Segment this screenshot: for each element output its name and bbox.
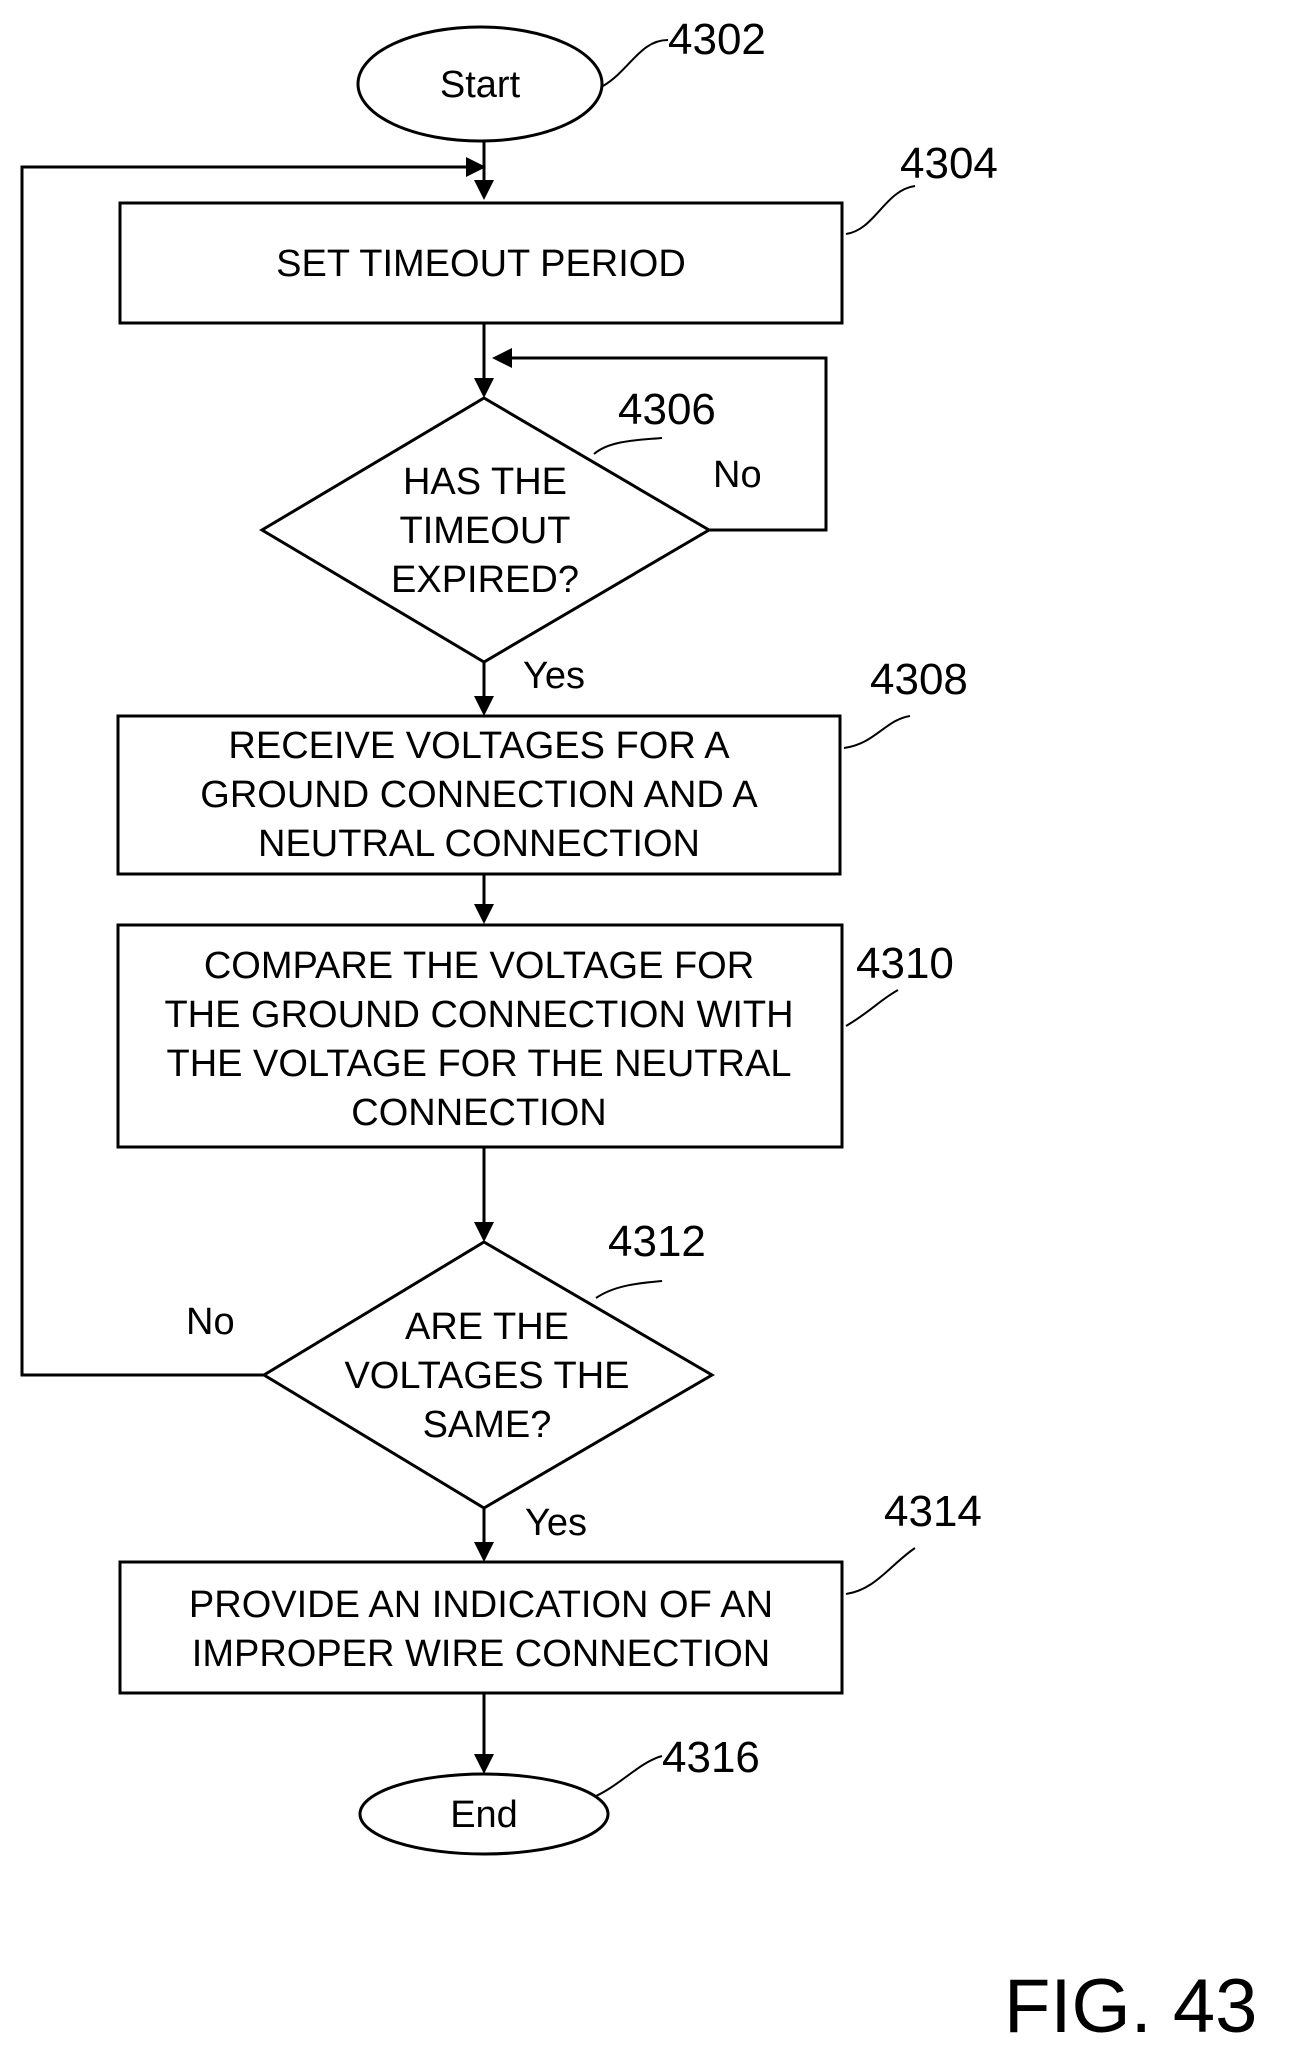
set-timeout-text: SET TIMEOUT PERIOD [276, 243, 686, 285]
arrowhead-into-compare [474, 904, 494, 924]
voltages-decision-line-3: SAME? [423, 1404, 552, 1446]
set-timeout-ref-leader [846, 186, 915, 234]
timeout-no-loop-connector [510, 358, 826, 530]
set-timeout-step: SET TIMEOUT PERIOD [120, 203, 842, 323]
arrowhead-into-receive-voltages [474, 696, 494, 716]
start-terminal: Start [358, 27, 602, 141]
compare-ref-number: 4310 [856, 939, 954, 988]
set-timeout-ref-number: 4304 [900, 139, 998, 188]
voltages-decision-line-2: VOLTAGES THE [344, 1355, 629, 1397]
timeout-yes-label: Yes [523, 655, 585, 697]
arrowhead-into-timeout-decision [474, 378, 494, 398]
voltages-no-label: No [186, 1301, 235, 1343]
receive-voltages-line-3: NEUTRAL CONNECTION [258, 823, 700, 865]
voltages-no-loop-connector [22, 167, 470, 1375]
end-label: End [450, 1794, 518, 1836]
timeout-expired-decision: HAS THE TIMEOUT EXPIRED? [262, 398, 709, 662]
timeout-decision-ref-number: 4306 [618, 385, 716, 434]
compare-line-2: THE GROUND CONNECTION WITH [164, 994, 793, 1036]
timeout-decision-line-1: HAS THE [403, 461, 567, 503]
arrowhead-timeout-no-loop [492, 348, 512, 368]
compare-line-3: THE VOLTAGE FOR THE NEUTRAL [167, 1043, 792, 1085]
indication-line-2: IMPROPER WIRE CONNECTION [192, 1633, 770, 1675]
end-ref-leader [596, 1756, 662, 1796]
voltages-decision-ref-leader [596, 1281, 662, 1298]
start-ref-leader [603, 40, 668, 86]
arrowhead-into-voltages-decision [474, 1222, 494, 1242]
indication-ref-number: 4314 [884, 1487, 982, 1536]
receive-voltages-line-1: RECEIVE VOLTAGES FOR A [228, 725, 730, 767]
timeout-decision-line-2: TIMEOUT [400, 510, 571, 552]
receive-voltages-line-2: GROUND CONNECTION AND A [200, 774, 758, 816]
arrowhead-into-indication [474, 1542, 494, 1562]
timeout-decision-ref-leader [594, 438, 662, 454]
timeout-decision-line-3: EXPIRED? [391, 559, 579, 601]
compare-line-4: CONNECTION [351, 1092, 606, 1134]
compare-ref-leader [846, 990, 898, 1026]
arrowhead-into-end [474, 1754, 494, 1774]
start-ref-number: 4302 [668, 15, 766, 64]
receive-voltages-ref-number: 4308 [870, 655, 968, 704]
arrowhead-into-set-timeout [474, 180, 494, 200]
compare-line-1: COMPARE THE VOLTAGE FOR [204, 945, 754, 987]
figure-label: FIG. 43 [1004, 1964, 1257, 2049]
start-label: Start [440, 64, 521, 106]
voltages-decision-ref-number: 4312 [608, 1217, 706, 1266]
voltages-decision-line-1: ARE THE [405, 1306, 569, 1348]
indication-ref-leader [846, 1548, 915, 1594]
end-terminal: End [360, 1774, 608, 1854]
compare-voltages-step: COMPARE THE VOLTAGE FOR THE GROUND CONNE… [118, 925, 842, 1147]
timeout-no-label: No [713, 454, 762, 496]
voltages-yes-label: Yes [525, 1502, 587, 1544]
end-ref-number: 4316 [662, 1733, 760, 1782]
indication-line-1: PROVIDE AN INDICATION OF AN [189, 1584, 773, 1626]
receive-voltages-ref-leader [844, 716, 910, 748]
improper-wire-indication-step: PROVIDE AN INDICATION OF AN IMPROPER WIR… [120, 1562, 842, 1693]
receive-voltages-step: RECEIVE VOLTAGES FOR A GROUND CONNECTION… [118, 716, 840, 874]
